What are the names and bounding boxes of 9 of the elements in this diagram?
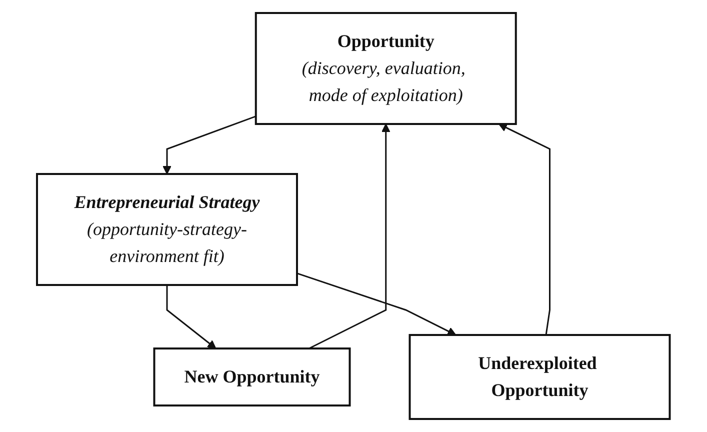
arrow [498,124,551,336]
node-box: Opportunity (discovery, evaluation, mode of exploitation) [255,12,517,125]
arrow [162,116,256,174]
arrow [296,272,456,336]
arrow [308,124,390,350]
node-box: New Opportunity [153,347,351,406]
node-box: Entrepreneurial Strategy (opportunity-strategy-environment fit) [36,173,298,286]
arrow [166,285,216,349]
node-box: Underexploited Opportunity [408,334,671,420]
